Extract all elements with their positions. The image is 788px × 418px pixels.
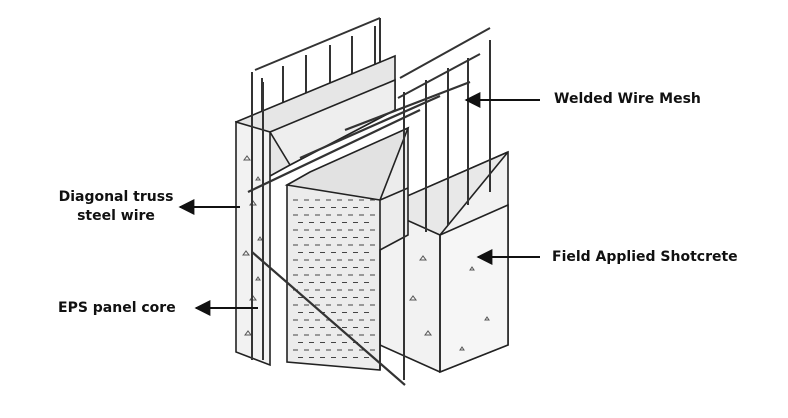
label-diagonal-truss-line2: steel wire (77, 208, 155, 224)
shotcrete-texture-front (409, 255, 490, 351)
label-eps-panel-core: EPS panel core (58, 300, 176, 316)
front-shotcrete-block (378, 150, 509, 374)
label-field-applied-shotcrete: Field Applied Shotcrete (552, 249, 738, 265)
diagonal-truss-wires (247, 80, 471, 386)
label-diagonal-truss: Diagonal truss steel wire (58, 188, 174, 226)
label-diagonal-truss-line1: Diagonal truss (58, 189, 174, 205)
eps-texture (293, 199, 375, 358)
rear-mesh-vertical-bars (254, 17, 381, 120)
front-mesh-vertical-bars (397, 27, 491, 380)
label-welded-wire-mesh: Welded Wire Mesh (554, 91, 701, 107)
callout-arrows (178, 92, 540, 316)
left-mesh-vertical-bars (251, 72, 264, 360)
